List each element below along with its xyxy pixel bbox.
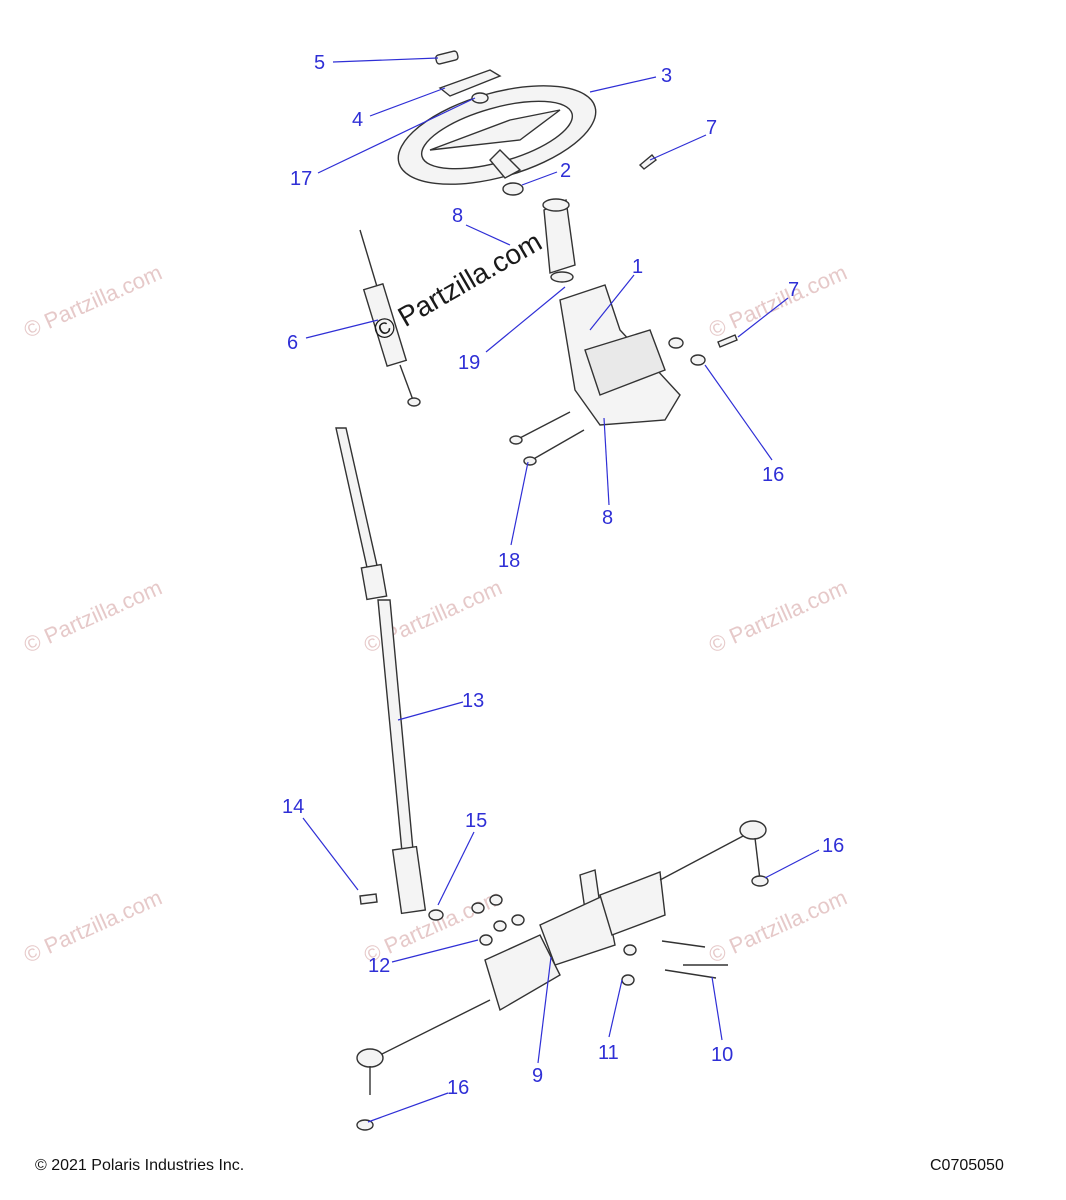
callout-8: 8 (602, 507, 614, 529)
callout-4: 4 (352, 109, 364, 131)
callout-11: 11 (598, 1042, 619, 1064)
callout-5: 5 (314, 52, 326, 74)
callout-14: 14 (282, 796, 305, 818)
long-bolt (509, 411, 585, 466)
intermediate-shaft (335, 427, 427, 915)
callout-18: 18 (498, 550, 521, 572)
pinch-bolt (359, 893, 444, 921)
horn-cover (435, 50, 502, 104)
bolt (717, 334, 738, 348)
callout-7: 7 (788, 279, 800, 301)
callout-16: 16 (447, 1077, 470, 1099)
callout-8: 8 (452, 205, 464, 227)
callout-6: 6 (287, 332, 299, 354)
nut-cluster (471, 894, 525, 946)
copyright-text: © 2021 Polaris Industries Inc. (35, 1157, 245, 1174)
rack-bolts (621, 940, 728, 986)
steering-column-tube (542, 198, 576, 283)
callout-16: 16 (822, 835, 845, 857)
callout-2: 2 (560, 160, 572, 182)
gas-strut (359, 229, 421, 407)
callout-10: 10 (711, 1044, 734, 1066)
steering-rack (356, 820, 767, 1095)
callout-16: 16 (762, 464, 785, 486)
steering-wheel (397, 85, 597, 185)
leader-lines (302, 57, 820, 1123)
column-bracket (559, 284, 706, 426)
callout-9: 9 (532, 1065, 544, 1087)
callout-12: 12 (368, 955, 391, 977)
diagram-code: C0705050 (930, 1157, 1004, 1174)
nut (502, 182, 524, 196)
callout-17: 17 (290, 168, 313, 190)
callout-1: 1 (632, 256, 644, 278)
callout-15: 15 (465, 810, 488, 832)
callout-7: 7 (706, 117, 718, 139)
callout-3: 3 (661, 65, 673, 87)
callout-19: 19 (458, 352, 481, 374)
lock-nut (356, 875, 769, 1131)
callout-13: 13 (462, 690, 485, 712)
bolt (638, 154, 657, 170)
